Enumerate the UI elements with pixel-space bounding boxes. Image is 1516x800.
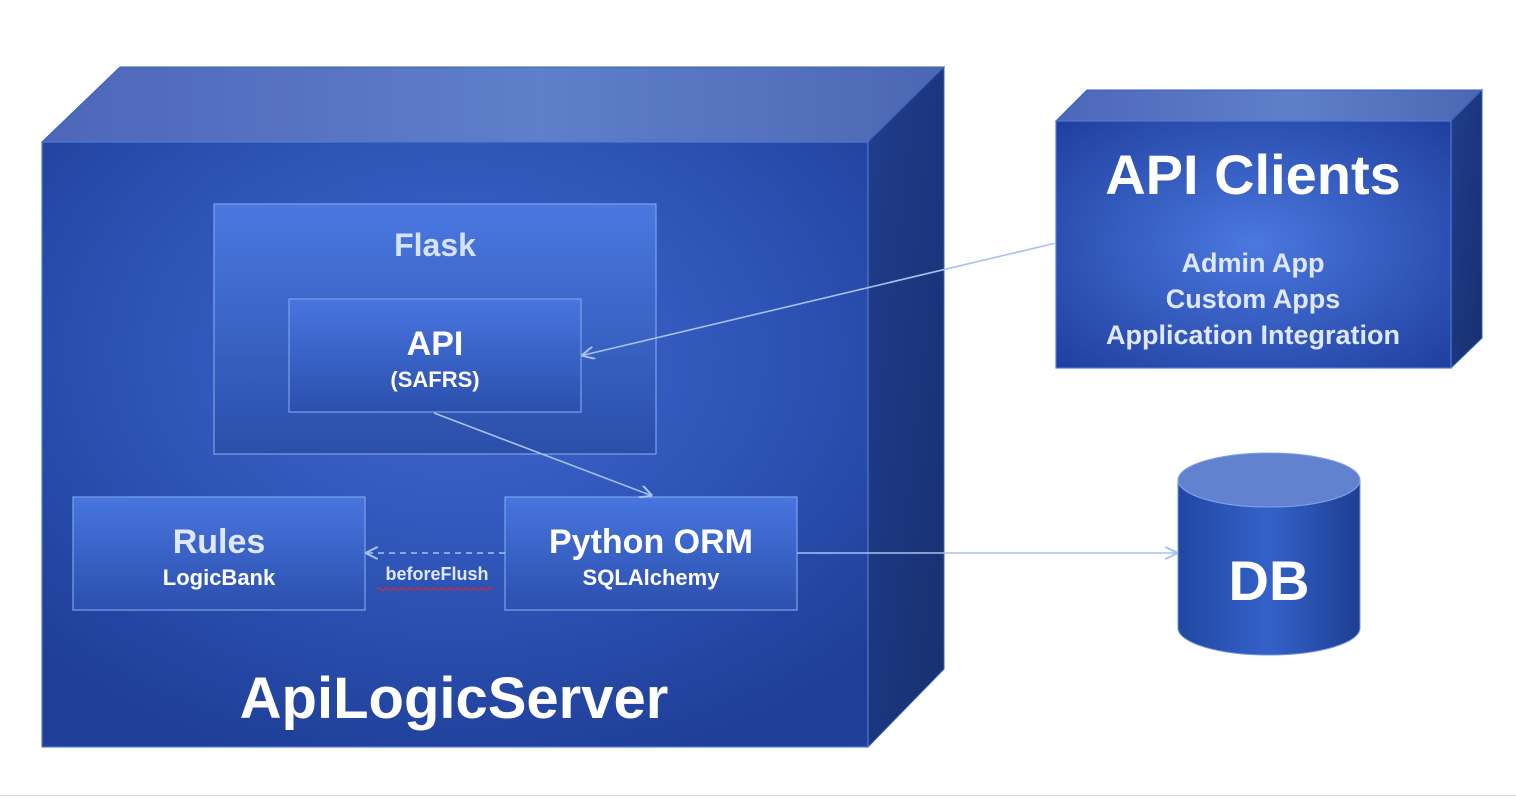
api-box: API (SAFRS) <box>288 298 582 413</box>
server-top-face <box>40 66 946 143</box>
before-flush-label: beforeFlush <box>385 564 488 584</box>
flask-title: Flask <box>394 227 476 263</box>
orm-title: Python ORM <box>549 523 753 561</box>
api-to-orm-arrow <box>433 412 650 495</box>
api-subtitle: (SAFRS) <box>390 367 479 392</box>
clients-top-face <box>1054 89 1484 122</box>
clients-title: API Clients <box>1105 143 1401 206</box>
clients-side-face <box>1450 88 1483 370</box>
db-title: DB <box>1229 549 1310 612</box>
db-top <box>1177 452 1361 508</box>
server-title: ApiLogicServer <box>240 666 669 731</box>
db-cylinder: DB <box>1177 452 1361 656</box>
rules-subtitle: LogicBank <box>163 565 276 590</box>
api-title: API <box>407 325 464 363</box>
bottom-separator <box>0 795 1516 796</box>
client-item: Custom Apps <box>1166 284 1341 314</box>
api-clients-box: API Clients Admin App Custom Apps Applic… <box>1054 88 1484 370</box>
client-item: Admin App <box>1182 248 1325 278</box>
clients-front-face <box>1055 120 1452 369</box>
rules-title: Rules <box>173 523 266 561</box>
python-orm-box: Python ORM SQLAlchemy <box>504 496 798 611</box>
rules-box: Rules LogicBank <box>72 496 366 611</box>
clients-to-api-arrow <box>584 242 1057 355</box>
spellcheck-underline <box>376 586 494 592</box>
orm-subtitle: SQLAlchemy <box>583 565 721 590</box>
client-item: Application Integration <box>1106 320 1400 350</box>
server-side-face <box>867 65 945 749</box>
